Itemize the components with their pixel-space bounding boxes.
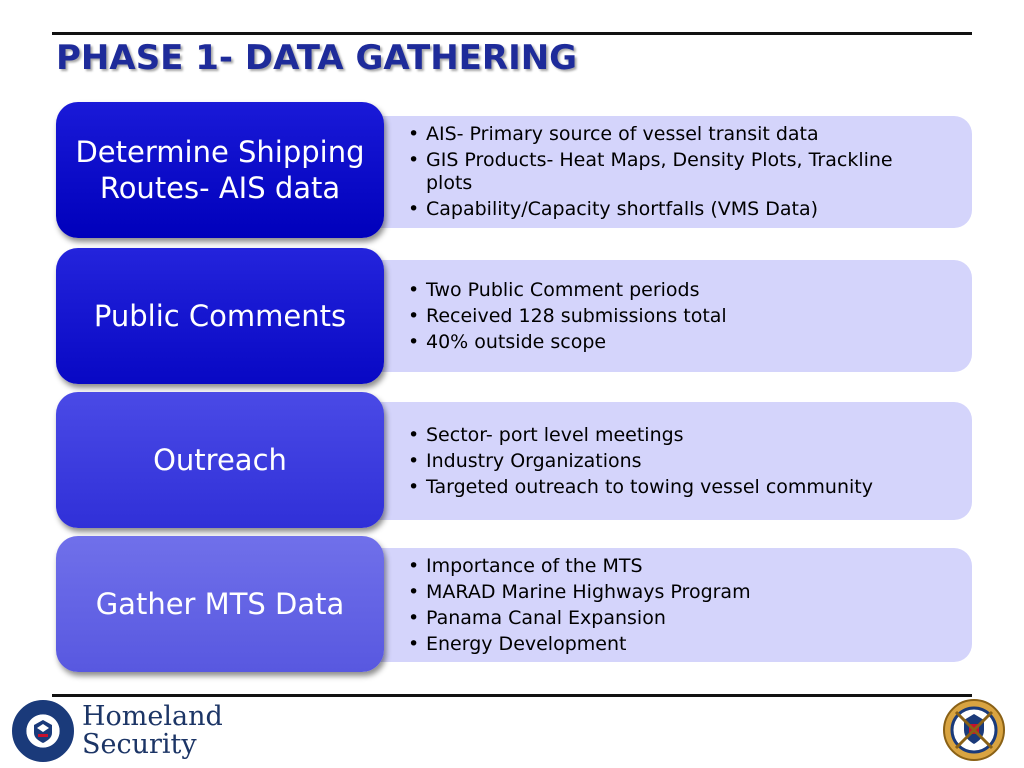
row-outreach: Sector- port level meetings Industry Org… [56, 392, 972, 528]
heading-box: Determine Shipping Routes- AIS data [56, 102, 384, 238]
list-item: Targeted outreach to towing vessel commu… [408, 476, 873, 499]
list-item: Energy Development [408, 633, 751, 656]
list-item: MARAD Marine Highways Program [408, 581, 751, 604]
dhs-seal-icon [12, 700, 74, 762]
bullet-list: Two Public Comment periods Received 128 … [408, 276, 727, 357]
list-item: Sector- port level meetings [408, 424, 873, 447]
page-title: PHASE 1- DATA GATHERING [56, 38, 578, 78]
list-item: Capability/Capacity shortfalls (VMS Data… [408, 198, 944, 221]
row-public-comments: Two Public Comment periods Received 128 … [56, 248, 972, 384]
heading-box: Outreach [56, 392, 384, 528]
brand-wordmark: Homeland Security [82, 703, 223, 759]
top-rule [52, 32, 972, 35]
bottom-rule [52, 694, 972, 697]
bullet-list: Sector- port level meetings Industry Org… [408, 421, 873, 502]
heading-label: Public Comments [93, 299, 347, 333]
list-item: Industry Organizations [408, 450, 873, 473]
list-item: Panama Canal Expansion [408, 607, 751, 630]
list-item: AIS- Primary source of vessel transit da… [408, 123, 944, 146]
heading-box: Gather MTS Data [56, 536, 384, 672]
list-item: 40% outside scope [408, 331, 727, 354]
detail-panel: Two Public Comment periods Received 128 … [356, 260, 972, 372]
brand-line1: Homeland [82, 701, 223, 732]
row-shipping-routes: AIS- Primary source of vessel transit da… [56, 102, 972, 240]
bullet-list: AIS- Primary source of vessel transit da… [408, 120, 944, 224]
coast-guard-emblem-icon [942, 698, 1006, 762]
list-item: GIS Products- Heat Maps, Density Plots, … [408, 149, 944, 195]
bullet-list: Importance of the MTS MARAD Marine Highw… [408, 552, 751, 659]
row-mts-data: Importance of the MTS MARAD Marine Highw… [56, 536, 972, 672]
heading-label: Outreach [153, 443, 287, 477]
brand-line2: Security [82, 729, 197, 760]
heading-box: Public Comments [56, 248, 384, 384]
list-item: Two Public Comment periods [408, 279, 727, 302]
detail-panel: Sector- port level meetings Industry Org… [356, 402, 972, 520]
detail-panel: AIS- Primary source of vessel transit da… [356, 116, 972, 228]
list-item: Received 128 submissions total [408, 305, 727, 328]
heading-label: Gather MTS Data [95, 587, 345, 621]
heading-label: Determine Shipping Routes- AIS data [75, 135, 365, 205]
detail-panel: Importance of the MTS MARAD Marine Highw… [356, 548, 972, 662]
dhs-logo: Homeland Security [12, 700, 223, 762]
list-item: Importance of the MTS [408, 555, 751, 578]
